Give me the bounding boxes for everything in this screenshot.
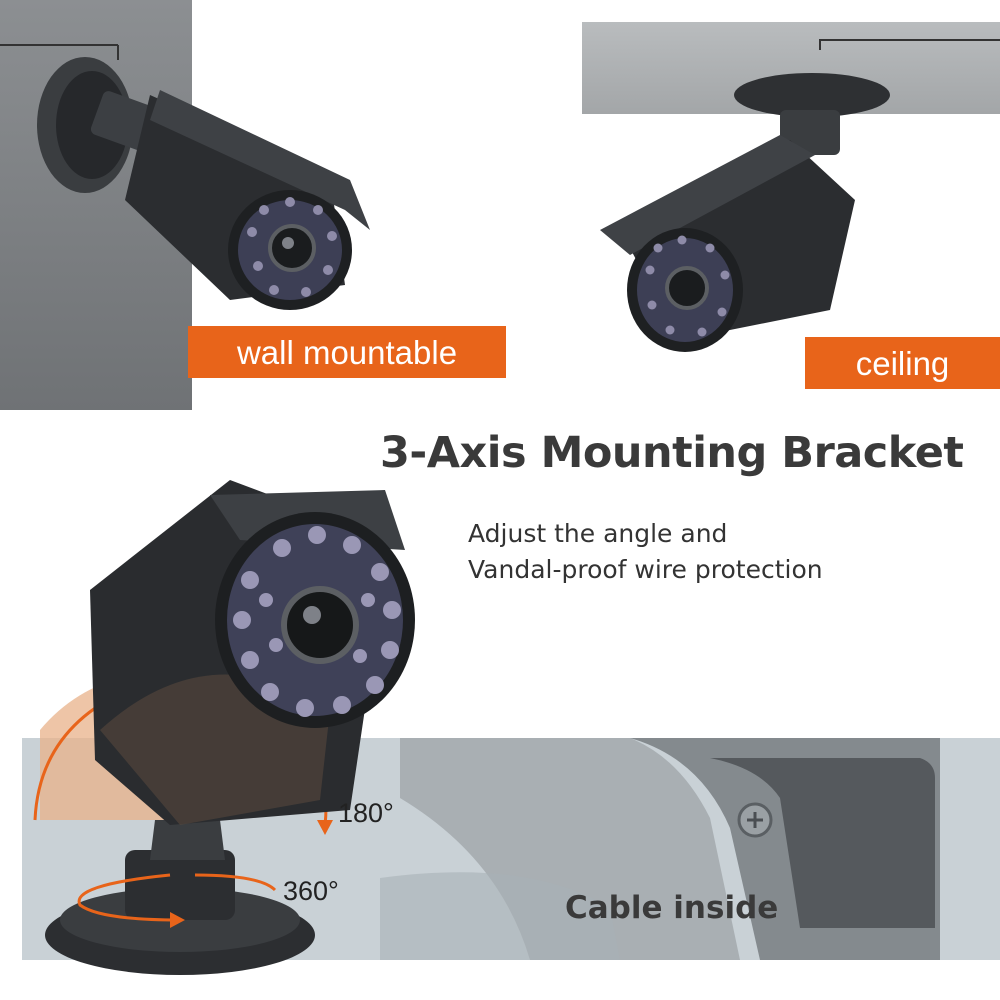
bracket-closeup-image (380, 738, 940, 960)
wall-mount-label-text: wall mountable (236, 333, 458, 371)
ceiling-mount-label-text: ceiling (855, 344, 950, 382)
tilt-angle-label: 180° (338, 798, 394, 828)
headline: 3-Axis Mounting Bracket (380, 428, 964, 478)
pan-angle-label: 360° (283, 876, 339, 906)
ceiling-camera-image (600, 39, 1000, 352)
wall-camera-image (0, 44, 370, 310)
main-camera-image (33, 480, 415, 975)
ceiling-mount-label: ceiling (805, 337, 1000, 389)
cable-inside-caption: Cable inside (565, 890, 779, 926)
wall-mount-label: wall mountable (188, 326, 506, 378)
description-line-1: Adjust the angle and (468, 519, 728, 548)
description-line-2: Vandal-proof wire protection (468, 555, 823, 584)
